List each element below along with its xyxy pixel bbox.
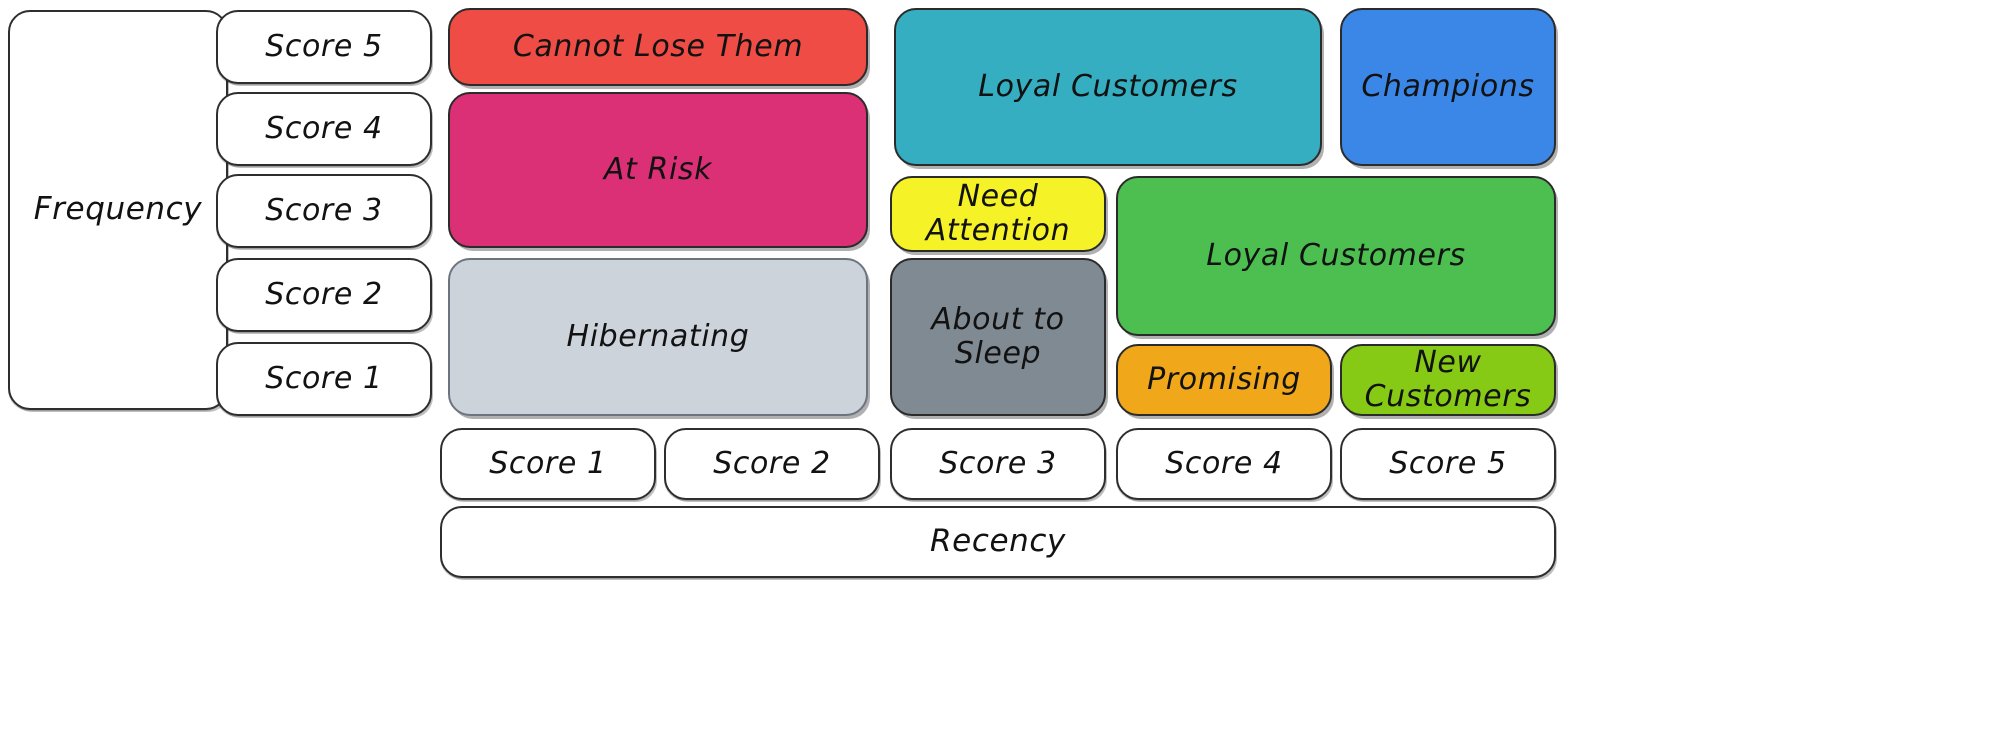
recency-score-2-label: Score 2 (664, 428, 880, 500)
segment-hibernating[interactable]: Hibernating (448, 258, 868, 416)
recency-score-5-label: Score 5 (1340, 428, 1556, 500)
recency-score-3-label: Score 3 (890, 428, 1106, 500)
recency-score-1-label: Score 1 (440, 428, 656, 500)
recency-axis-label: Recency (440, 506, 1556, 578)
segment-loyal-customers-teal[interactable]: Loyal Customers (894, 8, 1322, 166)
recency-score-4-label: Score 4 (1116, 428, 1332, 500)
frequency-score-2-label: Score 2 (216, 258, 432, 332)
frequency-axis-label: Frequency (8, 10, 228, 410)
segment-about-to-sleep[interactable]: About to Sleep (890, 258, 1106, 416)
segment-promising[interactable]: Promising (1116, 344, 1332, 416)
segment-loyal-customers-green[interactable]: Loyal Customers (1116, 176, 1556, 336)
segment-need-attention[interactable]: Need Attention (890, 176, 1106, 252)
frequency-score-3-label: Score 3 (216, 174, 432, 248)
frequency-score-4-label: Score 4 (216, 92, 432, 166)
segment-new-customers[interactable]: New Customers (1340, 344, 1556, 416)
segment-cannot-lose-them[interactable]: Cannot Lose Them (448, 8, 868, 86)
segment-at-risk[interactable]: At Risk (448, 92, 868, 248)
frequency-score-5-label: Score 5 (216, 10, 432, 84)
segment-champions[interactable]: Champions (1340, 8, 1556, 166)
frequency-score-1-label: Score 1 (216, 342, 432, 416)
